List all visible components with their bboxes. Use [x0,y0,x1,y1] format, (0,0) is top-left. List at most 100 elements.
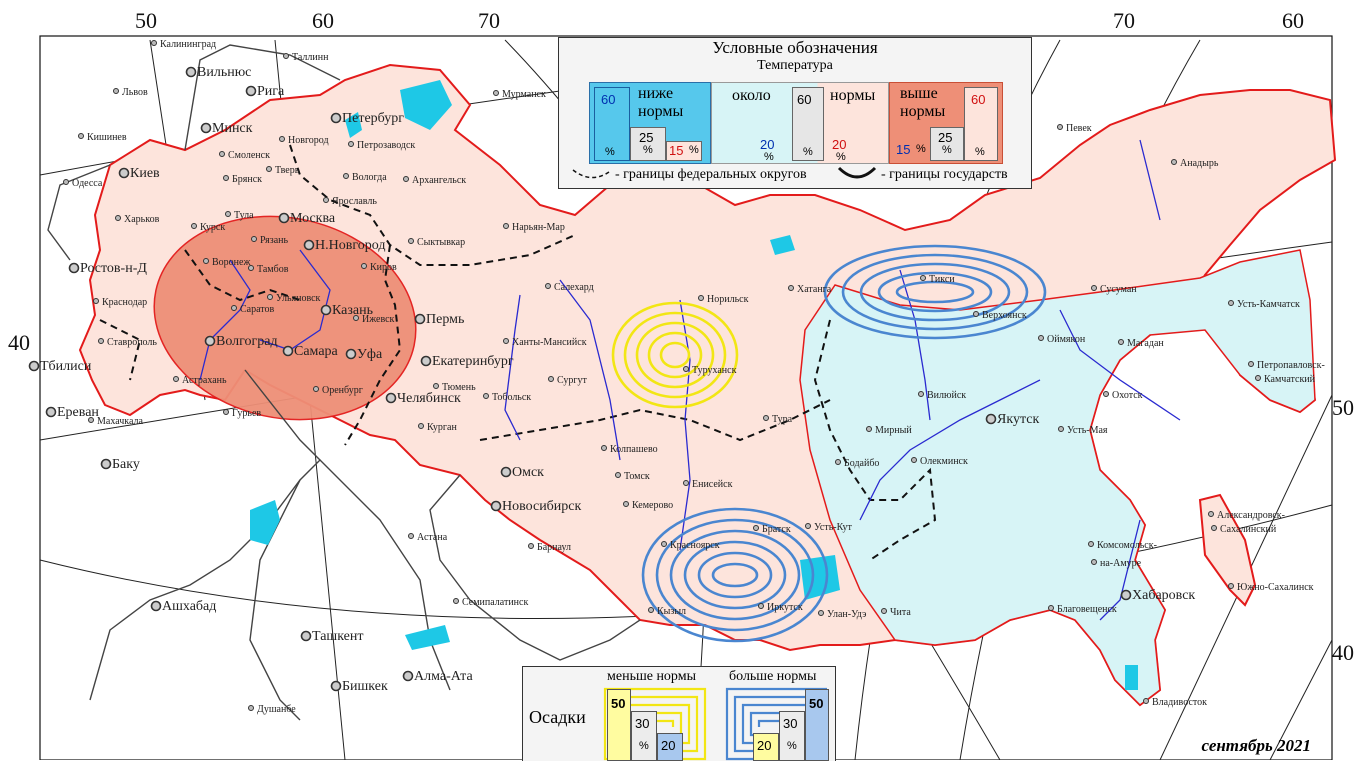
precip-more-bar-20: 20 [753,733,779,761]
city-marker [348,141,354,147]
city-90: Певек [1057,123,1092,134]
precip-less-50: 50 [611,696,626,711]
city-label: Челябинск [397,391,461,406]
city-label: Уфа [357,347,383,362]
city-label: Хабаровск [1132,588,1195,603]
city-52: Салехард [545,282,594,293]
city-marker [151,40,157,46]
grid-label-50-top: 50 [135,8,157,33]
city-label: Норильск [707,294,749,305]
state-border-label: - границы государств [881,167,1008,182]
city-57: Туруханск [683,365,737,376]
precip-more-50: 50 [809,696,824,711]
city-95: Усть-Камчатск [1228,299,1300,310]
city-marker [493,90,499,96]
city-marker [45,406,57,418]
city-label: Оренбург [322,385,363,396]
fed-border-label: - границы федеральных округов [615,167,807,182]
city-label: Анадырь [1180,158,1219,169]
city-label: Хатанга [797,284,832,295]
city-39: Екатеринбург [420,354,514,369]
city-marker [683,366,689,372]
city-marker [78,133,84,139]
precip-more-label: больше нормы [729,669,817,684]
city-79: Улан-Удэ [818,609,866,620]
city-marker [283,53,289,59]
below-bar-60: 60 % [594,87,630,161]
city-label: Братск [762,524,791,535]
city-66: Барнаул [528,542,571,553]
city-marker [1120,589,1132,601]
city-label: Усть-Мая [1067,425,1108,436]
city-label: Сыктывкар [417,237,465,248]
city-label: Минск [212,121,253,136]
city-99: Сахалинский [1211,524,1277,535]
city-marker [345,348,357,360]
city-label: Ашхабад [162,599,216,614]
city-73: Душанбе [248,704,296,715]
city-label: Владивосток [1152,697,1207,708]
city-label: Львов [122,87,148,98]
precip-more-rings [641,244,1047,643]
city-29: Казань [320,303,373,318]
city-marker [203,258,209,264]
city-50: Сыктывкар [408,237,465,248]
city-85: Олекминск [911,456,968,467]
precip-less-bar-30: 30 % [631,711,657,761]
near-bar-60: 60 % [792,87,824,161]
city-67: Астана [408,532,448,543]
map-date-stamp: сентябрь 2021 [1201,736,1312,755]
city-label: Охотск [1112,390,1143,401]
city-label: Нарьян-Мар [512,222,565,233]
city-12: Курск [191,222,225,233]
grid-label-40-right: 40 [1332,640,1354,665]
city-55: Тобольск [483,392,531,403]
city-28: Ульяновск [267,293,321,304]
city-1: Вильнюс [185,65,251,80]
city-58: Хатанга [788,284,832,295]
city-4: Львов [113,87,148,98]
city-64: Кемерово [623,500,673,511]
city-marker [545,283,551,289]
above-15-value: 15 [896,142,911,157]
city-marker [866,426,872,432]
city-marker [805,523,811,529]
city-42: Оренбург [313,385,363,396]
city-marker [248,705,254,711]
city-label: Камчатский [1264,374,1316,385]
city-17: Петербург [330,111,404,126]
city-marker [973,311,979,317]
city-marker [100,458,112,470]
city-label: Астана [417,532,448,543]
city-marker [1211,525,1217,531]
above-norm-strong-zone [153,215,417,421]
city-marker [1057,124,1063,130]
city-22: Н.Новгород [303,238,385,253]
legend-temp-swatches: ниже нормы 60 % 25 % 15 % около нормы 20… [589,82,1003,164]
precip-label: Осадки [529,707,586,727]
city-marker [418,423,424,429]
city-marker [453,598,459,604]
city-19: Вологда [343,172,387,183]
swatch-below-norm: ниже нормы 60 % 25 % 15 % [589,82,711,164]
city-75: Братск [753,524,791,535]
city-marker [245,85,257,97]
city-marker [1091,285,1097,291]
city-27: Саратов [231,304,275,315]
city-marker [818,610,824,616]
city-18: Петрозаводск [348,140,415,151]
city-marker [788,285,794,291]
grid-label-60-top: 60 [312,8,334,33]
grid-label-40-left: 40 [8,330,30,355]
city-54: Сургут [548,375,588,386]
city-30: Киров [361,262,397,273]
city-label: Киев [130,166,160,181]
city-label: Таллинн [292,52,329,63]
city-label: Кемерово [632,500,673,511]
city-label: Бишкек [342,679,388,694]
city-marker [601,445,607,451]
city-label: Ставрополь [107,337,157,348]
city-14: Москва [278,211,336,226]
city-84: Бодайбо [835,458,879,469]
city-label: Новосибирск [502,499,582,514]
